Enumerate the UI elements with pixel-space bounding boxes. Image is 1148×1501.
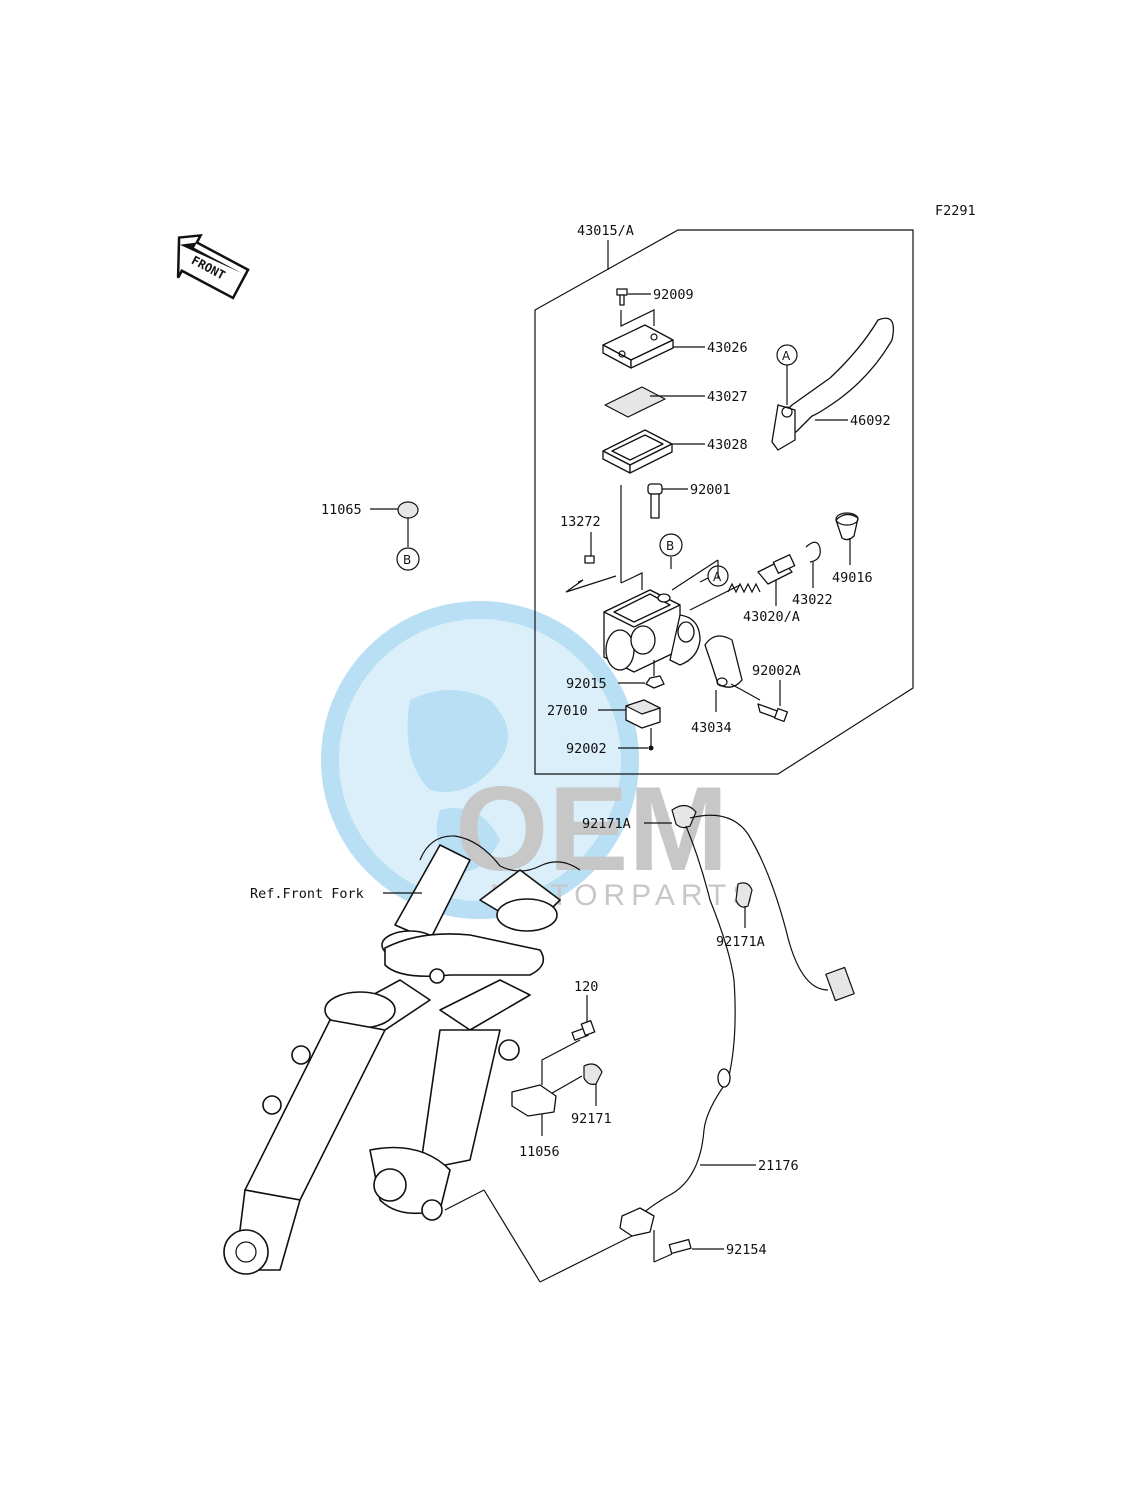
callout-b-body: B bbox=[666, 539, 674, 553]
front-fork-reference: Ref.Front Fork bbox=[223, 835, 581, 1275]
label-43027: 43027 bbox=[707, 389, 748, 405]
diagram-code: F2291 bbox=[935, 203, 976, 219]
part-92154: 92154 bbox=[653, 1230, 767, 1263]
part-46092: A 46092 bbox=[771, 317, 895, 451]
label-11065: 11065 bbox=[321, 502, 362, 518]
label-43015A: 43015/A bbox=[577, 223, 634, 239]
part-120: 120 bbox=[571, 979, 598, 1041]
part-92001: 92001 bbox=[647, 482, 731, 519]
label-92171: 92171 bbox=[571, 1111, 612, 1127]
label-43022: 43022 bbox=[792, 592, 833, 608]
label-92001: 92001 bbox=[690, 482, 731, 498]
label-92171A-lower: 92171A bbox=[716, 934, 765, 950]
callout-a-lever: A bbox=[782, 349, 791, 363]
part-43027: 43027 bbox=[604, 386, 748, 418]
label-27010: 27010 bbox=[547, 703, 588, 719]
label-92171A-upper: 92171A bbox=[582, 816, 631, 832]
part-92171A-upper: 92171A bbox=[582, 804, 697, 832]
label-13272: 13272 bbox=[560, 514, 601, 530]
label-92015: 92015 bbox=[566, 676, 607, 692]
part-43034: 43034 bbox=[691, 635, 761, 736]
part-43028: 43028 bbox=[602, 429, 748, 474]
callout-b-left: B bbox=[403, 553, 411, 567]
label-92002A: 92002A bbox=[752, 663, 801, 679]
label-11056: 11056 bbox=[519, 1144, 560, 1160]
label-92002: 92002 bbox=[566, 741, 607, 757]
part-49016: 49016 bbox=[832, 512, 873, 586]
label-43028: 43028 bbox=[707, 437, 748, 453]
label-43034: 43034 bbox=[691, 720, 732, 736]
part-21176: 21176 bbox=[444, 1158, 799, 1283]
label-49016: 49016 bbox=[832, 570, 873, 586]
label-ref-front-fork: Ref.Front Fork bbox=[250, 886, 364, 902]
label-92009: 92009 bbox=[653, 287, 694, 303]
label-21176: 21176 bbox=[758, 1158, 799, 1174]
part-11065: B 11065 bbox=[321, 501, 420, 571]
front-arrow-icon: FRONT bbox=[176, 233, 250, 300]
part-92171: 92171 bbox=[571, 1063, 612, 1127]
part-27010: 27010 bbox=[547, 699, 661, 729]
part-master-cylinder-body: B A bbox=[603, 485, 741, 673]
label-92154: 92154 bbox=[726, 1242, 767, 1258]
label-43026: 43026 bbox=[707, 340, 748, 356]
part-43026: 43026 bbox=[602, 309, 748, 369]
label-43020A: 43020/A bbox=[743, 609, 800, 625]
part-92009: 92009 bbox=[616, 287, 694, 306]
callout-a-body: A bbox=[713, 570, 722, 584]
part-92015: 92015 bbox=[566, 660, 665, 692]
part-13272: 13272 bbox=[560, 514, 617, 593]
part-43020A: 43020/A bbox=[727, 554, 800, 625]
label-46092: 46092 bbox=[850, 413, 891, 429]
master-cylinder-assembly-box: 43015/A bbox=[534, 223, 914, 775]
part-92002: 92002 bbox=[566, 728, 654, 757]
part-brake-hose bbox=[639, 814, 855, 1217]
part-43022: 43022 bbox=[792, 541, 833, 608]
label-120: 120 bbox=[574, 979, 598, 995]
part-92002A: 92002A bbox=[752, 663, 801, 723]
part-11056: 11056 bbox=[511, 1039, 583, 1160]
part-92171A-lower: 92171A bbox=[716, 882, 765, 950]
watermark-brand: OEM bbox=[455, 762, 728, 896]
